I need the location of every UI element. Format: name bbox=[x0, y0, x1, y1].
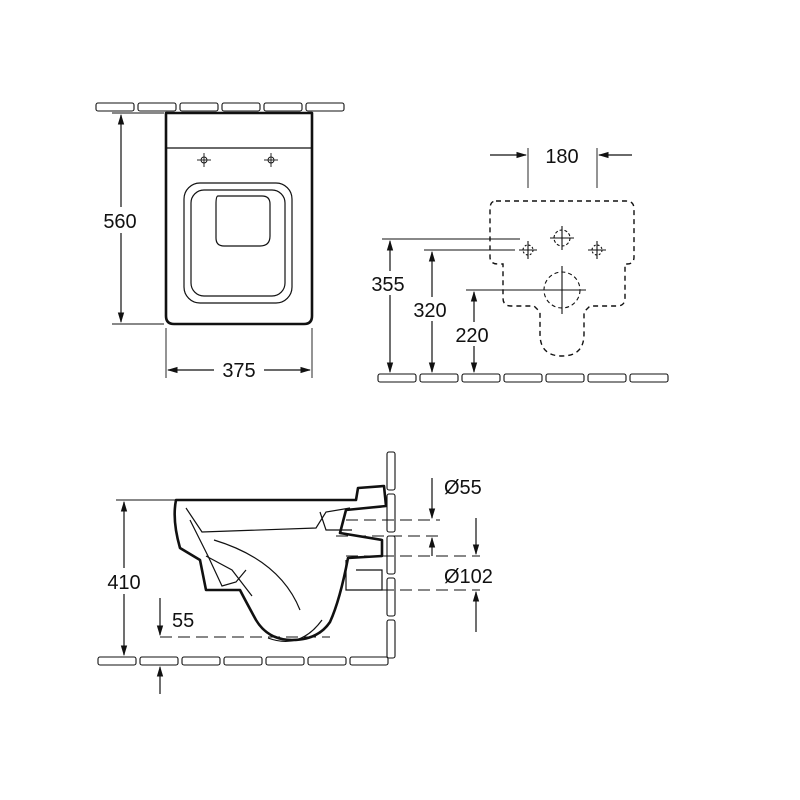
side-view-wall-tiles bbox=[386, 451, 396, 659]
dim-a-label: 355 bbox=[371, 274, 404, 296]
height-label: 560 bbox=[103, 211, 136, 233]
vertical-dimensions: 355 320 220 bbox=[362, 238, 538, 374]
fixing-point-left bbox=[197, 153, 211, 167]
side-view: 410 55 Ø55 Ø102 bbox=[97, 451, 493, 694]
top-view: 560 375 bbox=[95, 102, 345, 382]
inlet-dimension: Ø55 bbox=[428, 477, 482, 556]
side-height-label: 410 bbox=[107, 572, 140, 594]
dim-b-label: 320 bbox=[413, 300, 446, 322]
side-height-dimension: 410 bbox=[98, 499, 176, 657]
outlet-dimension: Ø102 bbox=[444, 518, 493, 632]
top-view-wall-tiles bbox=[95, 102, 345, 112]
side-view-floor-tiles bbox=[97, 656, 389, 666]
mounting-outline-dashed bbox=[489, 200, 635, 357]
side-view-center-lines bbox=[160, 519, 480, 638]
dim-c-label: 220 bbox=[455, 325, 488, 347]
spacing-label: 180 bbox=[545, 146, 578, 168]
width-label: 375 bbox=[222, 360, 255, 382]
floor-gap-dimension: 55 bbox=[156, 598, 194, 694]
wall-view-floor-tiles bbox=[377, 373, 669, 383]
width-dimension: 375 bbox=[165, 328, 313, 382]
inlet-label: Ø55 bbox=[444, 477, 482, 499]
toilet-side-profile bbox=[173, 484, 388, 642]
spacing-dimension: 180 bbox=[490, 146, 632, 188]
wall-fixing-points bbox=[519, 226, 606, 314]
floor-gap-label: 55 bbox=[172, 610, 194, 632]
height-dimension: 560 bbox=[95, 112, 164, 325]
wall-view: 180 355 320 220 bbox=[362, 146, 669, 383]
fixing-point-right bbox=[264, 153, 278, 167]
outlet-label: Ø102 bbox=[444, 566, 493, 588]
toilet-top-outline bbox=[164, 111, 314, 326]
